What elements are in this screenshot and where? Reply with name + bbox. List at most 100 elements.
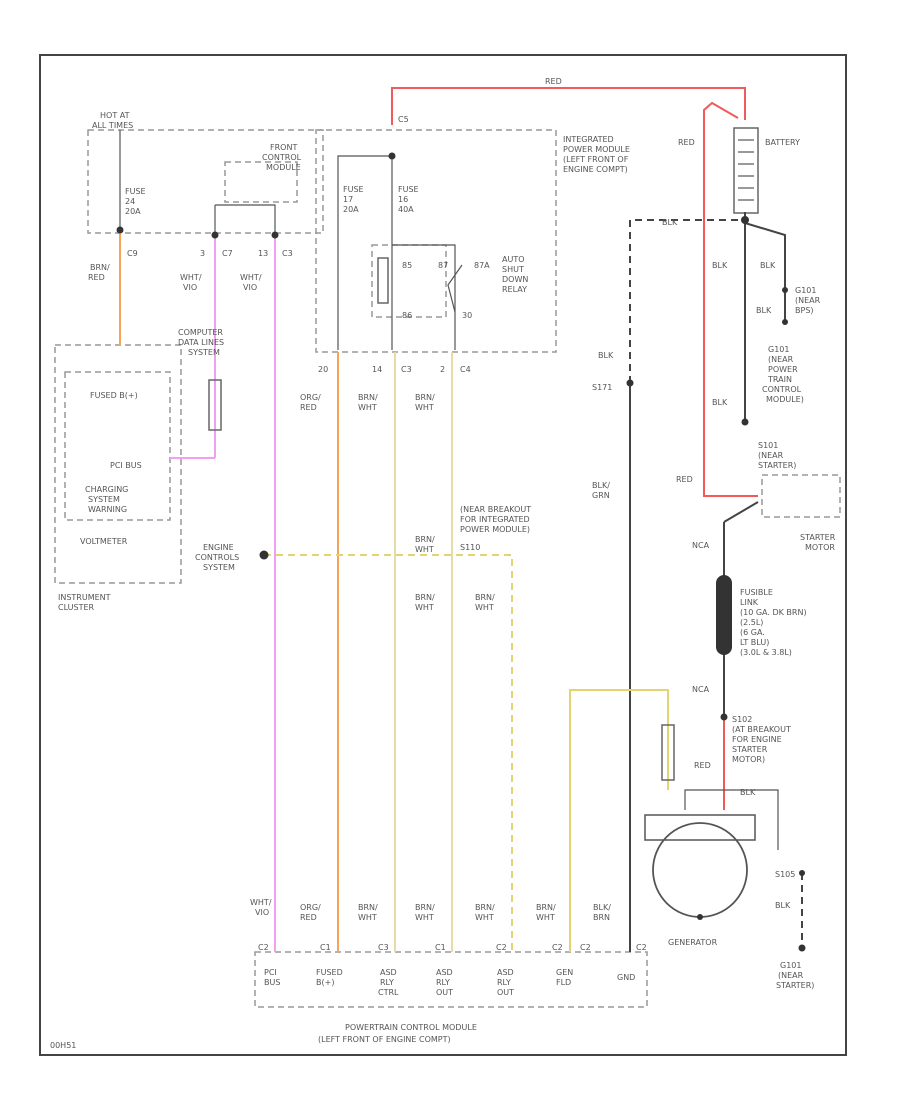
junction-engine-controls [259,550,269,560]
label-pcm-func-6b: FLD [556,978,571,987]
label-fusible-link-5: (6 GA. [740,628,765,637]
label-ipm-3: (LEFT FRONT OF [563,155,629,164]
label-pcm-func-3b: RLY [380,978,394,987]
label-charging-warning-2: SYSTEM [88,495,120,504]
label-g101-2: (NEAR [768,355,794,364]
label-asd-relay-2: SHUT [502,265,524,274]
label-wht-vio-a-2: VIO [183,283,197,292]
label-blk-s171: BLK [598,351,614,360]
label-pcm-func-4b: RLY [436,978,450,987]
label-brn-wht-5b: WHT [475,603,494,612]
label-c7-pin-b: C7 [222,249,233,258]
label-pcm-pin-3: C3 [378,943,389,952]
label-ipm-1: INTEGRATED [563,135,614,144]
label-pcm-pin-1: C2 [258,943,269,952]
label-g101-1: G101 [768,345,789,354]
hot-at-all-times-box [87,129,324,234]
label-hot-at-all-times-2: ALL TIMES [92,121,133,130]
label-s102-2: (AT BREAKOUT [732,725,791,734]
label-pcm-func-3c: CTRL [378,988,399,997]
generator-bracket [684,789,779,850]
label-ipm-pin-c3: C3 [401,365,412,374]
label-pcm-func-4c: OUT [436,988,453,997]
label-pcm-title-1: POWERTRAIN CONTROL MODULE [345,1023,477,1032]
label-charging-warning-1: CHARGING [85,485,128,494]
label-pcm-func-2a: FUSED [316,968,343,977]
starter-switch [723,501,759,523]
junction-c9 [116,226,124,234]
label-brn-wht-3a: BRN/ [415,535,435,544]
data-link-connector [208,379,222,431]
label-c7-pin-c: 13 [258,249,268,258]
label-pcm-wire-2a: ORG/ [300,903,321,912]
label-org-red-1: ORG/ [300,393,321,402]
integrated-power-module-box [315,129,557,353]
label-pcm-pin-7: C2 [580,943,591,952]
label-g101-starter-1: G101 [780,961,801,970]
label-fcm-1: FRONT [270,143,297,152]
label-voltmeter: VOLTMETER [80,537,128,546]
label-pcm-wire-2b: RED [300,913,317,922]
label-fuse24-2: 24 [125,197,135,206]
label-s171: S171 [592,383,612,392]
label-pcm-wire-1b: VIO [255,908,269,917]
label-nca-1: NCA [692,541,710,550]
wire-ipm-bus [337,155,393,350]
label-fuse17-1: FUSE [343,185,364,194]
label-asd-relay-1: AUTO [502,255,525,264]
label-pcm-func-1b: BUS [264,978,280,987]
label-relay-pin-30: 30 [462,311,472,320]
label-pcm-func-5b: RLY [497,978,511,987]
wire-red-battery-to-starter [703,101,758,497]
label-engine-controls-1: ENGINE [203,543,234,552]
label-brn-wht-2a: BRN/ [415,393,435,402]
relay-coil [377,257,389,304]
label-red-starter: RED [676,475,693,484]
label-hot-at-all-times-1: HOT AT [100,111,130,120]
label-pcm-title-2: (LEFT FRONT OF ENGINE COMPT) [318,1035,451,1044]
label-blk-pcm-gnd: BLK [712,398,728,407]
label-ipm-pin-2: 2 [440,365,445,374]
label-relay-pin-87: 87 [438,261,448,270]
label-pcm-wire-5b: WHT [475,913,494,922]
cluster-inner-box [64,371,171,521]
label-fused-bplus: FUSED B(+) [90,391,138,400]
junction-generator [697,914,703,920]
label-pcm-wire-4b: WHT [415,913,434,922]
label-pcm-wire-7b: BRN [593,913,610,922]
label-blk-left: BLK [712,261,728,270]
label-brn-wht-4b: WHT [415,603,434,612]
powertrain-control-module-box [254,951,648,1008]
label-ipm-4: ENGINE COMPT) [563,165,628,174]
label-starter-near-3: STARTER) [758,461,796,470]
relay-switch [447,264,463,313]
label-asd-relay-3: DOWN [502,275,528,284]
label-pcm-wire-6b: WHT [536,913,555,922]
label-cdl-1: COMPUTER [178,328,223,337]
label-starter-near-2: (NEAR [758,451,784,460]
label-pcm-pin-4: C1 [435,943,446,952]
label-charging-warning-3: WARNING [88,505,127,514]
label-pcm-wire-7a: BLK/ [593,903,611,912]
label-org-red-2: RED [300,403,317,412]
junction-battery-ground [741,216,749,224]
label-g101-near-2: (NEAR [795,296,821,305]
label-nca-2: NCA [692,685,710,694]
label-blk-battery: BLK [662,218,678,227]
label-blk-generator: BLK [740,788,756,797]
label-battery: BATTERY [765,138,800,147]
label-brn-wht-2b: WHT [415,403,434,412]
label-g101-near-1: G101 [795,286,816,295]
label-generator: GENERATOR [668,938,718,947]
label-ipm-pin-20: 20 [318,365,328,374]
label-c9: C9 [127,249,138,258]
label-brn-wht-1b: WHT [358,403,377,412]
label-s110: S110 [460,543,480,552]
label-c5: C5 [398,115,409,124]
junction-c7 [211,231,219,239]
label-g101-6: MODULE) [766,395,804,404]
label-ipm-pin-c4: C4 [460,365,471,374]
label-relay-pin-86: 86 [402,311,412,320]
label-pcm-wire-3a: BRN/ [358,903,378,912]
